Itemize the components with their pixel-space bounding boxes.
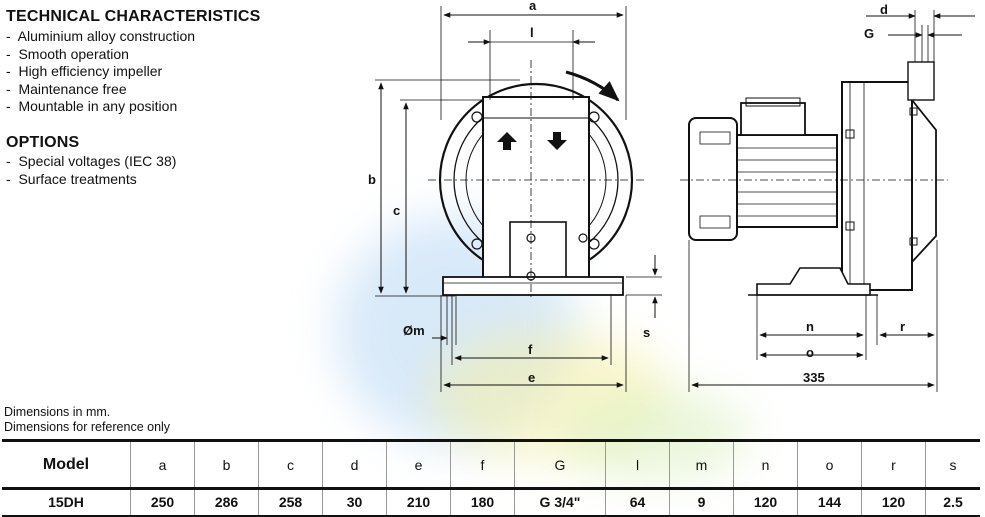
technical-drawing: a l b c Øm s f e d G n r o 335 [368,0,975,392]
dimension-notes: Dimensions in mm. Dimensions for referen… [4,405,170,435]
front-base [442,276,624,296]
blower-housing [841,81,913,291]
dim-label-c: c [393,203,400,218]
header-c: c [258,439,323,490]
cell-g: G 3/4" [514,488,606,517]
dim-label-s: s [643,325,650,340]
header-b: b [194,439,259,490]
cell-c: 258 [258,488,323,517]
header-a: a [130,439,195,490]
cell-a: 250 [130,488,195,517]
header-o: o [797,439,862,490]
dim-label-b: b [368,172,376,187]
cell-b: 286 [194,488,259,517]
cell-d: 30 [322,488,387,517]
cell-f: 180 [450,488,515,517]
cell-o: 144 [797,488,862,517]
dim-label-e: e [528,370,535,385]
dim-label-o: o [806,345,814,360]
dim-label-g: G [864,26,874,41]
technical-list: Aluminium alloy construction Smooth oper… [6,28,195,116]
front-view [375,6,662,392]
list-item: Aluminium alloy construction [6,28,195,46]
list-item: Surface treatments [6,171,176,189]
side-base-bracket [756,267,871,296]
list-item: Maintenance free [6,81,195,99]
outlet-port [907,61,935,101]
arrow-up-icon [497,132,517,150]
cell-r: 120 [861,488,926,517]
dim-label-n: n [806,319,814,334]
side-view [680,10,975,392]
dim-label-a: a [529,0,537,13]
table-header-row: Model a b c d e f G l m n o r s [2,439,980,490]
dim-label-m: Øm [403,323,425,338]
note-units: Dimensions in mm. [4,405,111,419]
cell-model: 15DH [2,488,131,517]
list-item: Mountable in any position [6,98,195,116]
arrow-down-icon [547,132,567,150]
dim-label-l: l [530,25,534,40]
header-l: l [605,439,670,490]
note-reference: Dimensions for reference only [4,420,171,434]
dim-label-f: f [528,342,533,357]
header-f: f [450,439,515,490]
technical-heading: TECHNICAL CHARACTERISTICS [6,8,261,25]
header-d: d [322,439,387,490]
header-m: m [669,439,734,490]
cell-n: 120 [733,488,798,517]
dimensions-table: Model a b c d e f G l m n o r s 15DH 250… [2,439,980,517]
list-item: Special voltages (IEC 38) [6,153,176,171]
cell-e: 210 [386,488,451,517]
header-g: G [514,439,606,490]
dim-label-r: r [900,319,905,334]
header-n: n [733,439,798,490]
list-item: High efficiency impeller [6,63,195,81]
header-r: r [861,439,926,490]
cell-l: 64 [605,488,670,517]
motor-body [736,134,838,228]
motor-terminal-box [740,102,806,136]
options-heading: OPTIONS [6,134,80,151]
table-row: 15DH 250 286 258 30 210 180 G 3/4" 64 9 … [2,488,980,517]
list-item: Smooth operation [6,46,195,64]
dim-label-total: 335 [803,370,825,385]
options-list: Special voltages (IEC 38) Surface treatm… [6,153,176,188]
rotation-arrow-icon [565,70,620,102]
header-e: e [386,439,451,490]
cell-m: 9 [669,488,734,517]
header-s: s [925,439,980,490]
dim-label-d: d [880,2,888,17]
header-model: Model [2,439,131,490]
cell-s: 2.5 [925,488,980,517]
